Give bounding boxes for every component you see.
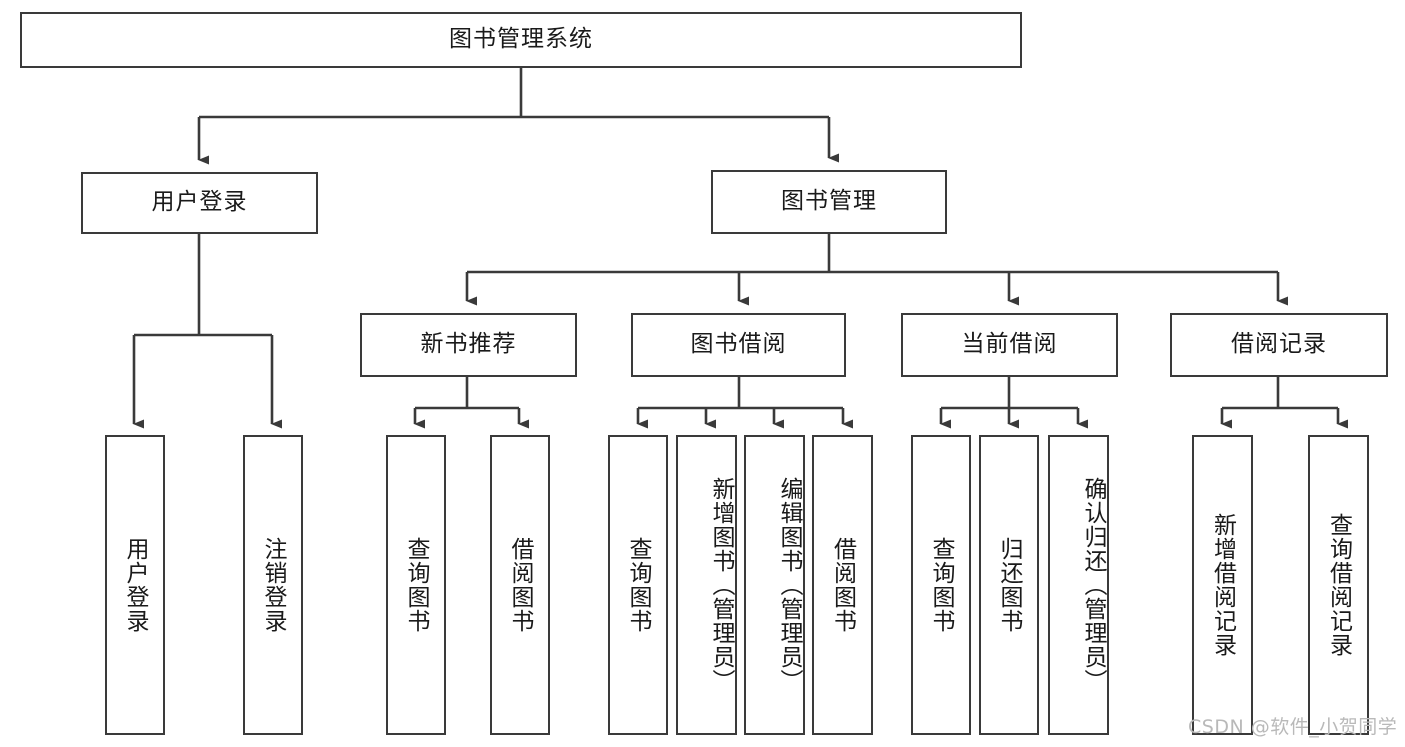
node-leaf-add-record[interactable]: 新增借阅记录	[1192, 435, 1253, 735]
node-leaf-borrow-book-1-label: 借阅图书	[507, 537, 534, 633]
node-leaf-add-record-label: 新增借阅记录	[1209, 513, 1236, 657]
node-borrow-record-label: 借阅记录	[1231, 331, 1327, 358]
node-leaf-query-book-3[interactable]: 查询图书	[911, 435, 971, 735]
node-user-login[interactable]: 用户登录	[81, 172, 318, 234]
node-leaf-query-book-1-label: 查询图书	[403, 537, 430, 633]
watermark: CSDN @软件_小贺同学	[1188, 716, 1398, 738]
node-new-book-recommend-label: 新书推荐	[420, 331, 517, 358]
node-leaf-query-book-2[interactable]: 查询图书	[608, 435, 668, 735]
node-book-management[interactable]: 图书管理	[711, 170, 947, 234]
node-leaf-query-book-1[interactable]: 查询图书	[386, 435, 446, 735]
node-root[interactable]: 图书管理系统	[20, 12, 1022, 68]
node-current-borrow-label: 当前借阅	[961, 331, 1058, 358]
node-leaf-user-login[interactable]: 用户登录	[105, 435, 165, 735]
node-leaf-logout-login[interactable]: 注销登录	[243, 435, 303, 735]
node-leaf-confirm-return[interactable]: 确认归还（管理员）	[1048, 435, 1109, 735]
node-leaf-add-book[interactable]: 新增图书（管理员）	[676, 435, 737, 735]
node-leaf-return-book-label: 归还图书	[996, 537, 1023, 633]
node-leaf-query-book-3-label: 查询图书	[928, 537, 955, 633]
node-leaf-query-record[interactable]: 查询借阅记录	[1308, 435, 1369, 735]
node-root-label: 图书管理系统	[449, 26, 593, 53]
node-book-borrow[interactable]: 图书借阅	[631, 313, 846, 377]
node-leaf-edit-book[interactable]: 编辑图书（管理员）	[744, 435, 805, 735]
node-leaf-query-book-2-label: 查询图书	[625, 537, 652, 633]
node-leaf-query-record-label: 查询借阅记录	[1325, 513, 1352, 657]
node-book-borrow-label: 图书借阅	[690, 331, 787, 358]
node-book-management-label: 图书管理	[781, 188, 877, 215]
node-leaf-logout-login-label: 注销登录	[260, 537, 287, 633]
node-leaf-edit-book-label: 编辑图书（管理员）	[776, 477, 802, 693]
node-leaf-return-book[interactable]: 归还图书	[979, 435, 1039, 735]
node-new-book-recommend[interactable]: 新书推荐	[360, 313, 577, 377]
node-leaf-confirm-return-label: 确认归还（管理员）	[1080, 477, 1106, 693]
node-current-borrow[interactable]: 当前借阅	[901, 313, 1118, 377]
node-leaf-add-book-label: 新增图书（管理员）	[708, 477, 734, 693]
node-borrow-record[interactable]: 借阅记录	[1170, 313, 1388, 377]
node-leaf-borrow-book-1[interactable]: 借阅图书	[490, 435, 550, 735]
node-leaf-user-login-label: 用户登录	[122, 537, 149, 633]
node-leaf-borrow-book-2[interactable]: 借阅图书	[812, 435, 873, 735]
node-user-login-label: 用户登录	[151, 189, 248, 216]
node-leaf-borrow-book-2-label: 借阅图书	[829, 537, 856, 633]
